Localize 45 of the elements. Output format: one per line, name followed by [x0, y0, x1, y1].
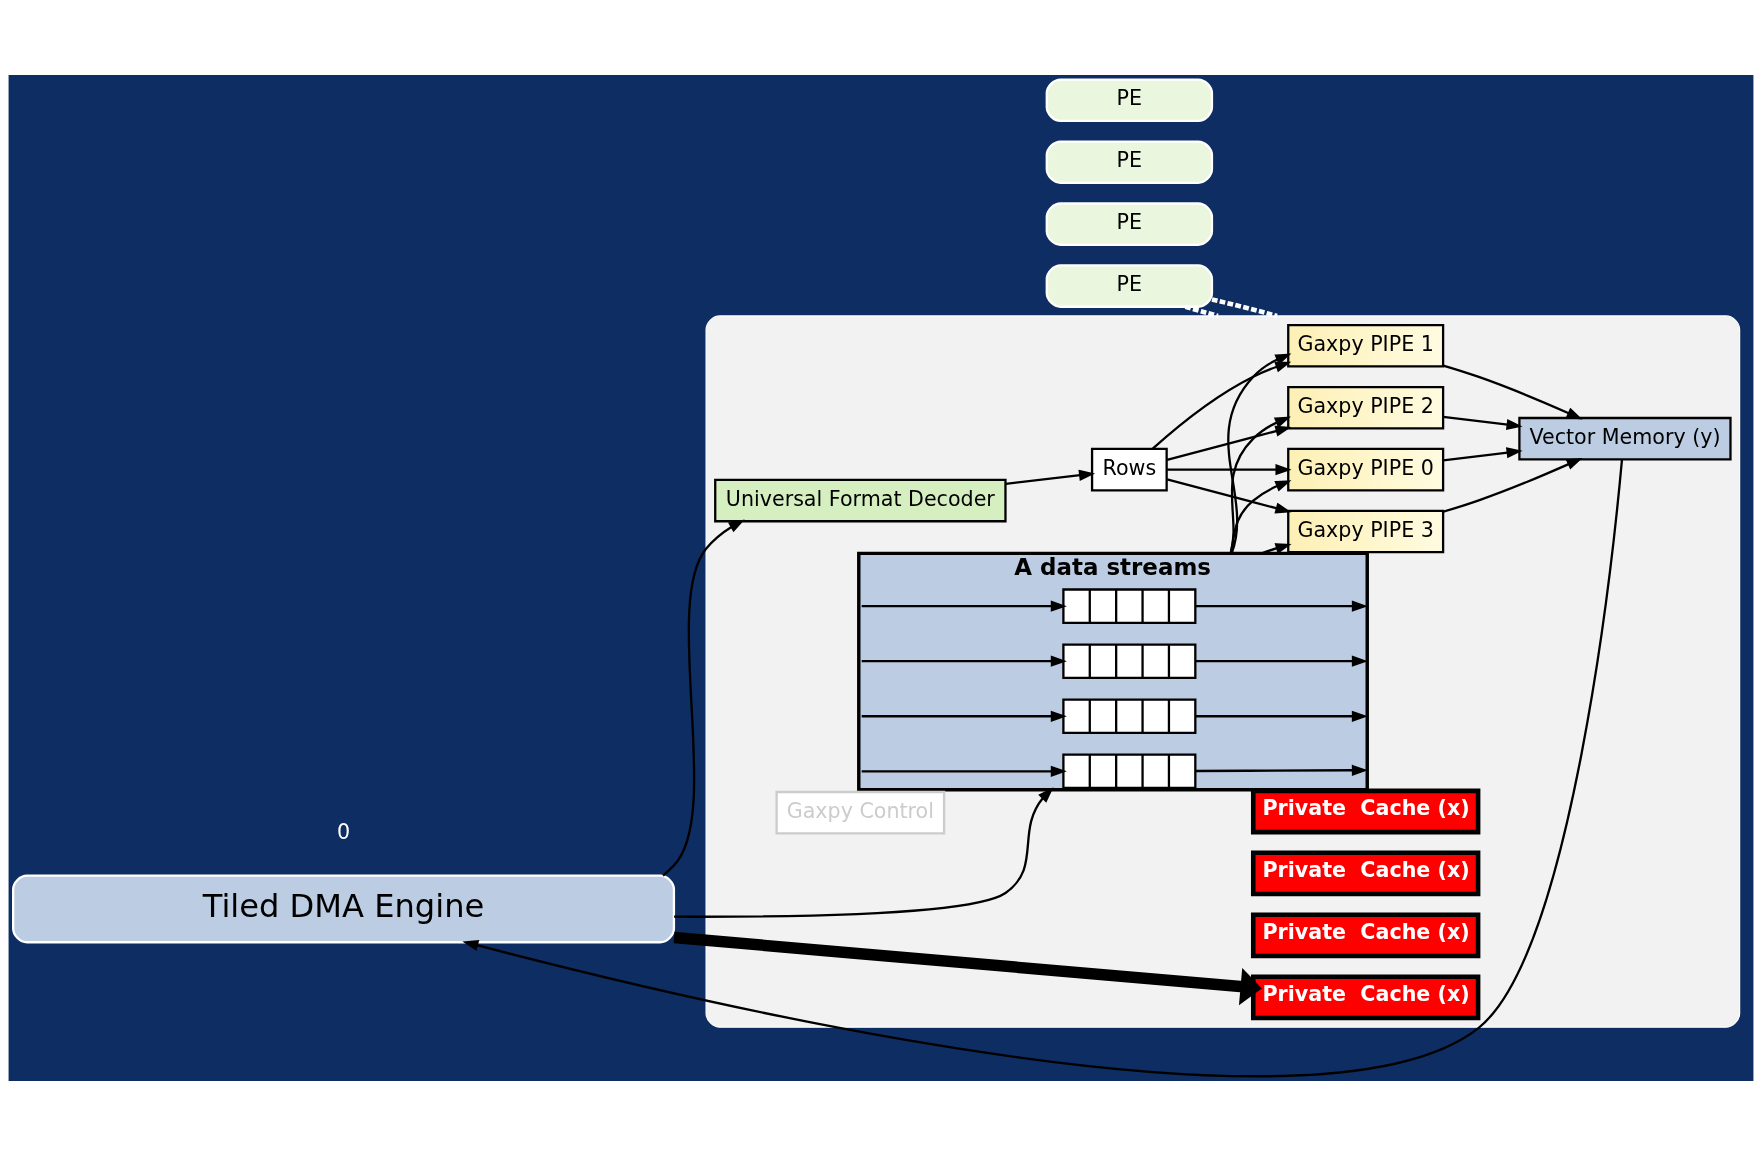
arrow	[861, 600, 1067, 612]
node-box: Tiled DMA Engine	[12, 874, 676, 943]
arrow	[1227, 353, 1292, 554]
arrow	[861, 710, 1067, 722]
arrow	[674, 786, 1054, 918]
arrow	[1229, 416, 1291, 554]
arrow	[1005, 469, 1096, 485]
connector	[1211, 296, 1278, 318]
node-box: PE	[1045, 139, 1214, 184]
arrow	[1152, 361, 1292, 449]
arrow	[1167, 463, 1292, 475]
node-box: Private Cache (x)	[1250, 850, 1481, 896]
node-box: Vector Memory (y)	[1518, 416, 1732, 460]
arrow	[1442, 364, 1583, 419]
node-box: PE	[1045, 201, 1214, 246]
arrow	[1166, 425, 1292, 461]
arrow	[1195, 710, 1368, 722]
arrow	[1442, 457, 1583, 513]
node-box: Gaxpy PIPE 1	[1287, 323, 1445, 368]
arrow	[1261, 542, 1292, 554]
arrow	[861, 655, 1067, 667]
arrow	[1443, 415, 1523, 430]
node-box: Rows	[1090, 447, 1168, 491]
arrow	[673, 931, 1262, 1005]
node-box: PE	[1045, 263, 1214, 308]
node-box: Private Cache (x)	[1250, 788, 1481, 834]
arrow	[1443, 446, 1523, 462]
arrow	[1195, 655, 1368, 667]
connector	[1184, 304, 1219, 318]
node-box: Private Cache (x)	[1250, 973, 1481, 1020]
node-box: Gaxpy PIPE 0	[1287, 447, 1445, 491]
arrow	[1229, 479, 1292, 554]
arrow	[1195, 600, 1368, 612]
arrow	[1166, 477, 1292, 514]
arrow	[462, 459, 1624, 1077]
cluster	[705, 314, 1741, 1028]
arrow	[1195, 764, 1368, 776]
label: 0	[336, 819, 351, 844]
arrow	[662, 519, 745, 877]
node-box: Private Cache (x)	[1250, 911, 1481, 958]
node-box: Gaxpy PIPE 2	[1287, 385, 1445, 429]
node-box: PE	[1045, 77, 1214, 122]
arrow	[861, 765, 1067, 777]
node-box: Gaxpy PIPE 3	[1287, 509, 1445, 553]
node-box: Universal Format Decoder	[714, 478, 1007, 522]
